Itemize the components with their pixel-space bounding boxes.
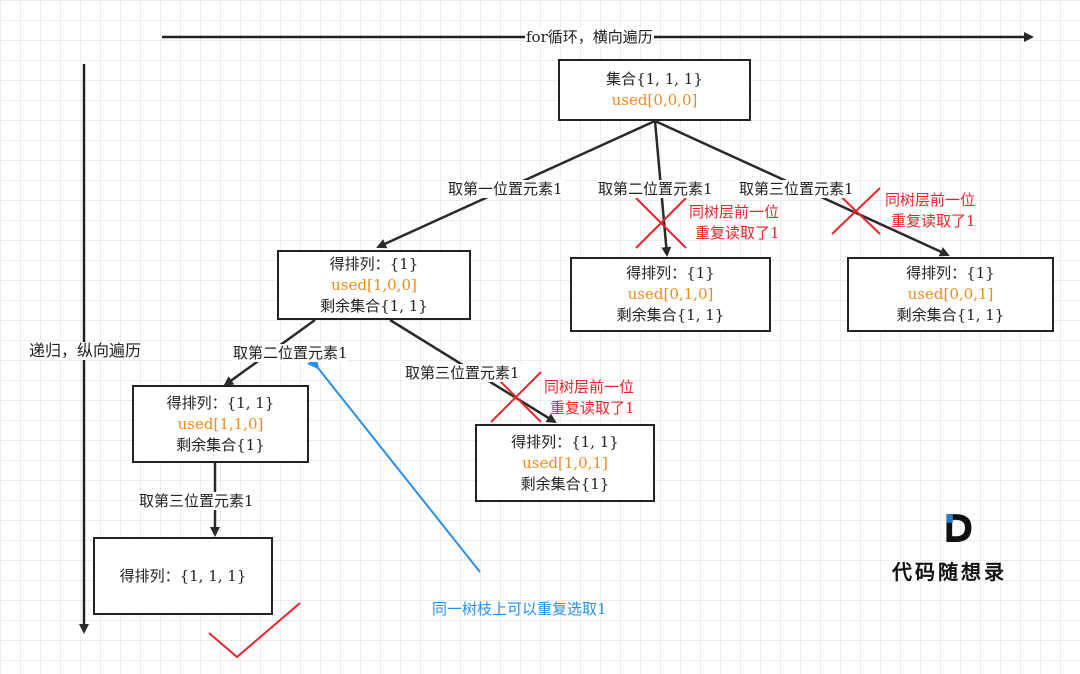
node-n11-used: used[1,1,0] (177, 414, 264, 433)
node-n12-used: used[1,0,1] (522, 453, 608, 472)
node-n3: 得排列：{1} used[0,0,1] 剩余集合{1, 1} (847, 257, 1054, 332)
prune-note-a-line1: 同树层前一位 (689, 203, 780, 221)
node-n1-used: used[1,0,0] (331, 275, 417, 294)
edge-label-take1: 取第一位置元素1 (447, 180, 564, 198)
node-n2-perm: 得排列：{1} (626, 264, 715, 282)
node-n1-perm: 得排列：{1} (329, 254, 419, 273)
node-n12: 得排列：{1, 1} used[1,0,1] 剩余集合{1} (475, 424, 655, 502)
prune-note-c: 同树层前一位 重复读取了1 (544, 377, 635, 419)
node-n111: 得排列：{1, 1, 1} (93, 537, 273, 615)
node-n12-perm: 得排列：{1, 1} (511, 432, 619, 451)
edge-label-l2-take3: 取第三位置元素1 (404, 364, 521, 382)
node-n3-perm: 得排列：{1} (906, 264, 995, 282)
prune-note-c-line1: 同树层前一位 (544, 378, 635, 396)
logo-d-icon (946, 514, 972, 542)
left-arrow-label: 递归，纵向遍历 (28, 341, 143, 360)
prune-note-b: 同树层前一位 重复读取了1 (885, 190, 976, 232)
prune-cross-a (635, 197, 687, 249)
node-n3-rest: 剩余集合{1, 1} (896, 306, 1005, 324)
top-arrow-label: for循环，横向遍历 (525, 28, 654, 46)
prune-note-b-line2: 重复读取了1 (891, 212, 976, 230)
node-n11-rest: 剩余集合{1} (176, 435, 265, 454)
prune-note-b-line1: 同树层前一位 (885, 191, 976, 209)
edge-label-take3: 取第三位置元素1 (738, 180, 855, 198)
node-n1: 得排列：{1} used[1,0,0] 剩余集合{1, 1} (277, 250, 471, 320)
edge-label-l2-take2: 取第二位置元素1 (232, 344, 349, 362)
prune-note-a-line2: 重复读取了1 (695, 224, 780, 242)
node-n1-rest: 剩余集合{1, 1} (320, 296, 428, 315)
node-root: 集合{1, 1, 1} used[0,0,0] (558, 59, 751, 121)
node-root-used: used[0,0,0] (611, 91, 698, 109)
node-root-set: 集合{1, 1, 1} (606, 70, 703, 88)
node-n2: 得排列：{1} used[0,1,0] 剩余集合{1, 1} (570, 257, 771, 332)
node-n2-used: used[0,1,0] (627, 285, 714, 303)
blue-arrow (307, 356, 481, 573)
edge-label-l3-take3: 取第三位置元素1 (138, 492, 255, 510)
node-n3-used: used[0,0,1] (907, 285, 994, 303)
check-mark-icon (208, 602, 301, 659)
prune-note-a: 同树层前一位 重复读取了1 (689, 202, 780, 244)
node-n11-perm: 得排列：{1, 1} (166, 393, 275, 412)
node-n2-rest: 剩余集合{1, 1} (616, 306, 725, 324)
prune-note-c-line2: 重复读取了1 (550, 399, 635, 417)
node-n11: 得排列：{1, 1} used[1,1,0] 剩余集合{1} (132, 385, 309, 463)
node-n111-perm: 得排列：{1, 1, 1} (119, 566, 247, 585)
node-n12-rest: 剩余集合{1} (520, 474, 610, 493)
logo-text: 代码随想录 (892, 560, 1007, 584)
blue-note: 同一树枝上可以重复选取1 (432, 600, 607, 618)
edge-label-take2: 取第二位置元素1 (597, 180, 714, 198)
